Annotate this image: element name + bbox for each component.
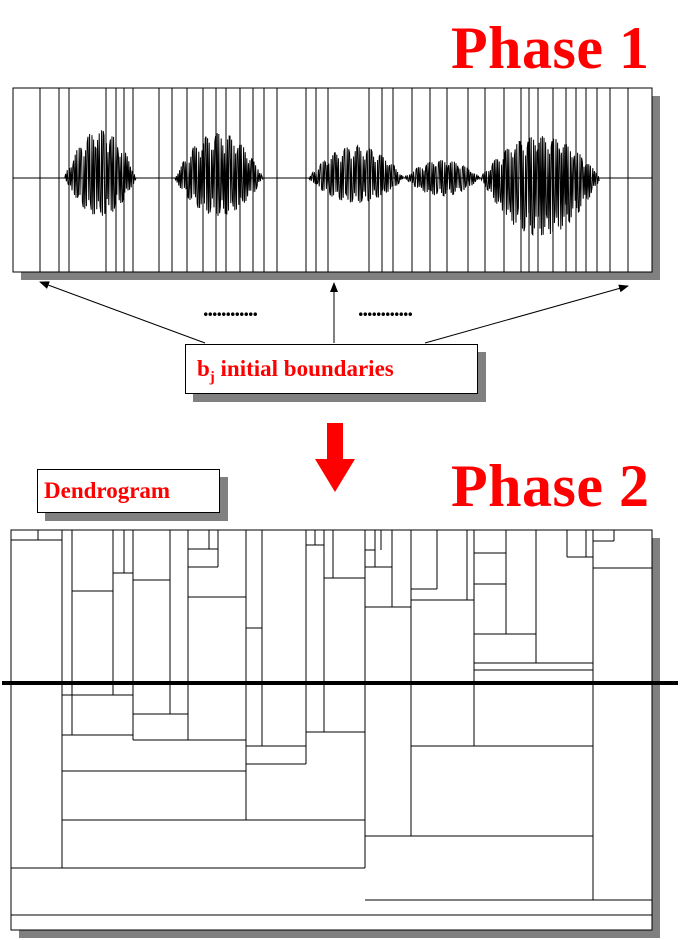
phase1-title: Phase 1 — [451, 15, 650, 81]
waveform-segment — [174, 133, 264, 216]
speech-waveform — [64, 130, 600, 237]
down-arrow-icon — [315, 423, 355, 492]
ellipsis-left: ............ — [203, 296, 258, 321]
boundaries-label-subscript: j — [209, 369, 215, 386]
waveform-segment — [308, 144, 404, 203]
boundaries-label-main: b — [197, 356, 210, 381]
arrow-right — [424, 284, 629, 344]
waveform-segment — [64, 130, 137, 216]
boundaries-label-rest: initial boundaries — [214, 356, 394, 381]
boundaries-label-box: bj initial boundaries — [185, 344, 478, 394]
waveform-segment — [404, 160, 481, 197]
dendrogram-panel — [10, 529, 653, 931]
waveform-segment — [480, 136, 600, 237]
phase2-title: Phase 2 — [451, 453, 650, 519]
ellipsis-right: ............ — [358, 296, 413, 321]
arrow-left — [39, 281, 206, 344]
dendrogram-label-box: Dendrogram — [37, 469, 220, 513]
